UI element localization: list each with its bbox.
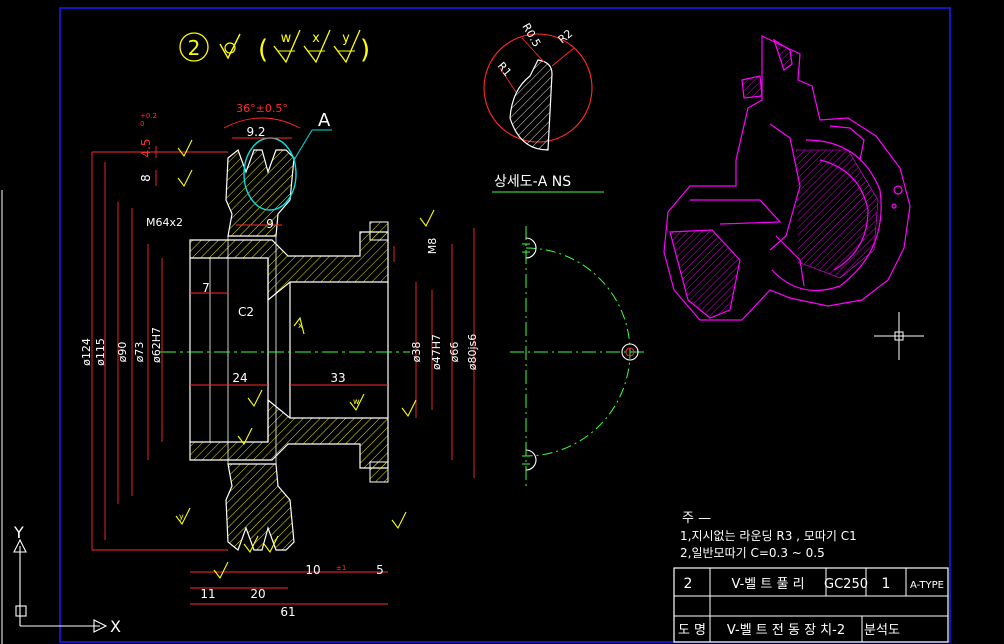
dim-m8: M8 — [426, 238, 439, 255]
dim-rim-gap: 9 — [266, 217, 274, 231]
drawing-border — [59, 7, 951, 643]
dim-dia-38: ø38 — [410, 342, 423, 363]
item-number-balloon: 2 — [179, 32, 209, 62]
dim-len-10: 10 — [305, 563, 320, 577]
dim-len-10-tol: ±1 — [336, 564, 346, 572]
roughness-mark-y: y — [179, 512, 184, 521]
title-type: A-TYPE — [910, 580, 944, 591]
dim-dia-73: ø73 — [133, 342, 146, 363]
lower-rim — [225, 463, 295, 551]
title-material: GC250 — [824, 577, 868, 592]
title-item-no: 2 — [684, 576, 693, 592]
roughness-marks — [175, 139, 435, 580]
dim-len-24: 24 — [232, 371, 247, 385]
dimension-lines — [91, 117, 475, 605]
dim-groove-depth-tol: +0.2 — [140, 112, 157, 120]
dim-len-5: 5 — [376, 563, 384, 577]
notes-heading: 주 — — [682, 511, 711, 526]
roughness-general-symbol: ( ) — [219, 33, 370, 65]
ucs-x-label: X — [110, 617, 121, 636]
dim-dia-90: ø90 — [116, 342, 129, 363]
ucs-icon — [13, 538, 108, 633]
dim-dia-47: ø47H7 — [430, 334, 443, 370]
front-half-view — [510, 226, 646, 486]
title-qty: 1 — [882, 576, 891, 592]
dim-groove-pitch: 8 — [139, 174, 153, 182]
title-block: 2 V-벨 트 풀 리 GC250 1 A-TYPE 도 명 V-벨 트 전 동… — [673, 567, 949, 643]
roughness-mark-labels: x w y — [179, 321, 360, 521]
roughness-close-paren: ) — [360, 35, 370, 65]
roughness-open-paren: ( — [258, 35, 268, 65]
dim-dia-124: ø124 — [80, 338, 93, 366]
upper-rim — [225, 149, 295, 237]
dim-groove-angle: 36°±0.5° — [236, 102, 288, 115]
section-view: A — [160, 110, 410, 551]
dim-len-61: 61 — [280, 605, 295, 619]
title-row2-label: 도 명 — [678, 623, 706, 638]
dimension-texts: 36°±0.5° 9.2 4.5 +0.2 0 8 9 M64x2 7 C2 2… — [80, 102, 479, 619]
dim-len-20: 20 — [250, 587, 265, 601]
title-drawing-name: V-벨 트 전 동 장 치-2 — [727, 623, 845, 638]
roughness-grade-w: w — [281, 31, 292, 46]
dim-thread: M64x2 — [146, 216, 183, 229]
notes-line-2: 2,일반모따기 C=0.3 ~ 0.5 — [680, 546, 825, 560]
dim-chamfer: C2 — [238, 305, 254, 319]
dim-dia-66: ø66 — [448, 342, 461, 363]
roughness-grade-list: w x y — [273, 29, 361, 64]
roughness-mark-x: x — [298, 321, 303, 330]
dim-groove-width: 9.2 — [246, 125, 265, 139]
title-part-name: V-벨 트 풀 리 — [731, 577, 804, 592]
detail-view-title: 상세도-A NS — [494, 174, 571, 190]
detail-view-a: R0.5 R2 R1 상세도-A NS — [483, 21, 604, 193]
dim-dia-62: ø62H7 — [150, 327, 163, 363]
item-number: 2 — [188, 36, 201, 60]
roughness-grade-x: x — [312, 31, 320, 46]
dim-dia-80: ø80js6 — [466, 334, 479, 371]
dim-len-33: 33 — [330, 371, 345, 385]
roughness-mark-w: w — [353, 397, 360, 406]
dim-offset-7: 7 — [202, 281, 210, 295]
crosshair-cursor — [874, 312, 924, 360]
dim-groove-depth: 4.5 — [139, 138, 153, 157]
dim-groove-depth-tol-lower: 0 — [140, 120, 144, 128]
ucs-y-label: Y — [13, 523, 24, 542]
upper-hub — [189, 231, 389, 302]
dim-dia-115: ø115 — [94, 338, 107, 366]
detail-callout: A — [318, 110, 331, 131]
dim-len-11: 11 — [200, 587, 215, 601]
isometric-view — [663, 35, 911, 321]
roughness-grade-y: y — [342, 31, 350, 46]
notes-line-1: 1,지시없는 라운딩 R3 , 모따기 C1 — [680, 529, 857, 543]
general-notes: 주 — 1,지시없는 라운딩 R3 , 모따기 C1 2,일반모따기 C=0.3… — [680, 511, 857, 560]
title-drawing-type: 분석도 — [864, 623, 900, 638]
